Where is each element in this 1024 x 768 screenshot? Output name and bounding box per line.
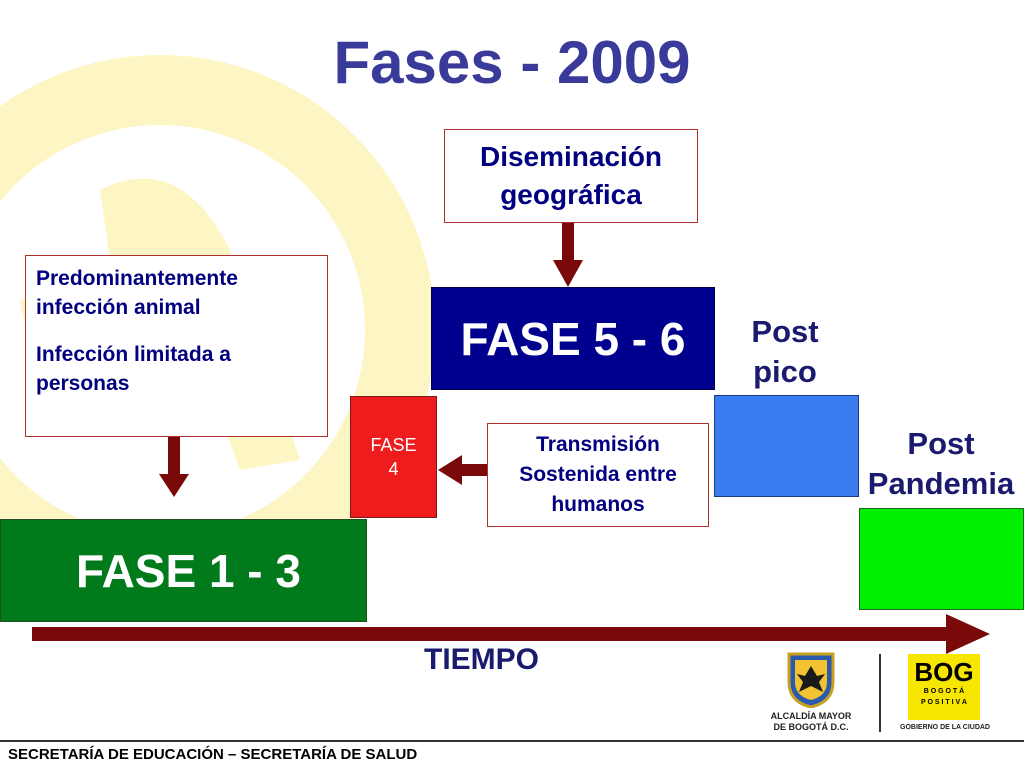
left-arrow-icon — [438, 455, 487, 485]
phase-4-box: FASE 4 — [350, 396, 437, 518]
callout-text: Predominantemente — [36, 267, 238, 290]
bog-logo: BOG B O G O T Á P O S I T I V A GOBIERNO… — [900, 652, 990, 736]
alcaldia-text: ALCALDÍA MAYOR — [770, 711, 852, 721]
logo-divider — [879, 654, 881, 732]
callout-text: geográfica — [500, 179, 642, 210]
down-arrow-icon — [159, 437, 189, 497]
post-peak-label: Post pico — [724, 312, 846, 392]
callout-text: Infección limitada a — [36, 343, 231, 366]
post-pandemic-box — [859, 508, 1024, 610]
label-text: pico — [753, 354, 817, 389]
phase-1-3-box: FASE 1 - 3 — [0, 519, 367, 622]
time-axis-label: TIEMPO — [424, 643, 540, 676]
label-text: Post — [751, 314, 819, 349]
post-peak-box — [714, 395, 859, 497]
callout-text: Sostenida entre — [519, 463, 677, 486]
footer-line — [0, 740, 1024, 742]
callout-text: personas — [36, 372, 130, 395]
alcaldia-logo: ALCALDÍA MAYOR DE BOGOTÁ D.C. — [756, 652, 866, 736]
time-axis-arrow — [32, 614, 990, 654]
transmission-callout: Transmisión Sostenida entre humanos — [487, 423, 709, 527]
down-arrow-icon — [553, 223, 583, 287]
alcaldia-text: DE BOGOTÁ D.C. — [773, 722, 849, 732]
label-text: Post — [907, 426, 975, 461]
phase-label: FASE — [370, 435, 417, 455]
coat-of-arms-icon — [787, 652, 835, 708]
dissemination-callout: Diseminación geográfica — [444, 129, 698, 223]
callout-text: Transmisión — [536, 433, 660, 456]
phase-5-6-box: FASE 5 - 6 — [431, 287, 715, 390]
animal-infection-callout: Predominantemente infección animal Infec… — [25, 255, 328, 437]
bog-letters: BOG — [914, 657, 974, 687]
phase-label: FASE 5 - 6 — [460, 312, 686, 365]
gobierno-text: GOBIERNO DE LA CIUDAD — [900, 724, 990, 731]
page-title: Fases - 2009 — [333, 29, 691, 96]
bog-text: B O G O T Á — [923, 688, 965, 695]
callout-text: infección animal — [36, 296, 201, 319]
post-pandemic-label: Post Pandemia — [858, 424, 1024, 504]
phase-label: 4 — [388, 459, 399, 479]
callout-text: Diseminación — [479, 141, 663, 172]
bog-badge: BOG B O G O T Á P O S I T I V A — [908, 654, 980, 720]
footer-text: SECRETARÍA DE EDUCACIÓN – SECRETARÍA DE … — [8, 746, 418, 763]
bog-text: P O S I T I V A — [921, 699, 967, 706]
phase-label: FASE 1 - 3 — [76, 544, 301, 597]
callout-text: humanos — [551, 493, 645, 516]
label-text: Pandemia — [867, 466, 1015, 501]
